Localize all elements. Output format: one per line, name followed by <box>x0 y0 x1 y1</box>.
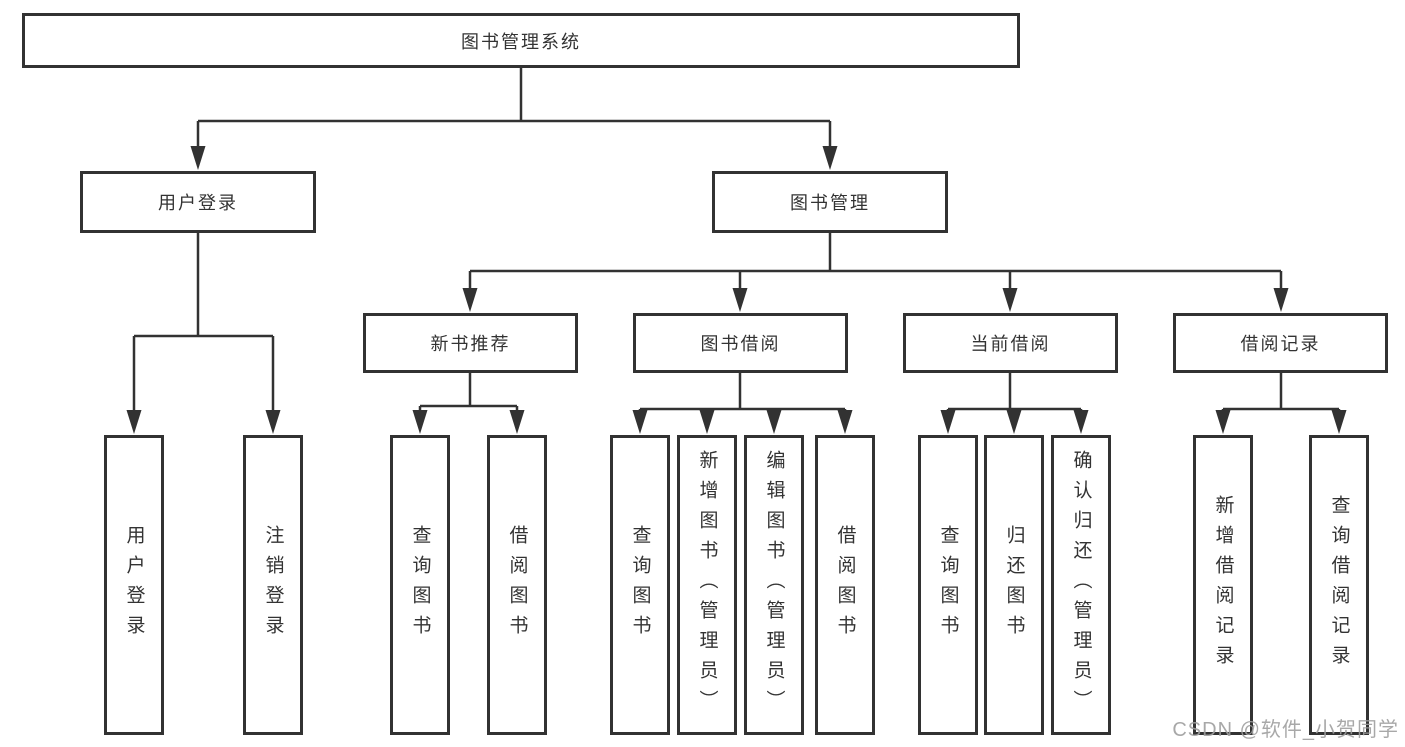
csdn-watermark: CSDN @软件_小贺同学 <box>1172 719 1399 741</box>
leaf-borrow-books: 借阅图书 <box>487 435 547 735</box>
leaf-user-login: 用户登录 <box>104 435 164 735</box>
leaf-return-books: 归还图书 <box>984 435 1044 735</box>
node-new-book-recommend: 新书推荐 <box>363 313 578 373</box>
leaf-query-books: 查询图书 <box>918 435 978 735</box>
node-label: 借阅记录 <box>1240 334 1321 354</box>
leaf-query-books: 查询图书 <box>390 435 450 735</box>
leaf-logout-login: 注销登录 <box>243 435 303 735</box>
node-borrow-records: 借阅记录 <box>1173 313 1388 373</box>
leaf-confirm-return-admin: 确认归还（管理员） <box>1051 435 1111 735</box>
node-book-borrow: 图书借阅 <box>633 313 848 373</box>
node-label: 图书管理 <box>790 193 870 213</box>
leaf-add-books-admin: 新增图书（管理员） <box>677 435 737 735</box>
node-label: 图书借阅 <box>700 334 781 354</box>
node-library-management-system: 图书管理系统 <box>22 13 1020 68</box>
leaf-query-borrow-record: 查询借阅记录 <box>1309 435 1369 735</box>
node-book-management-branch: 图书管理 <box>712 171 948 233</box>
node-current-borrow: 当前借阅 <box>903 313 1118 373</box>
leaf-borrow-books: 借阅图书 <box>815 435 875 735</box>
node-label: 新书推荐 <box>430 334 511 354</box>
node-user-login-branch: 用户登录 <box>80 171 316 233</box>
node-label: 用户登录 <box>158 193 238 213</box>
node-label: 图书管理系统 <box>461 31 581 52</box>
node-label: 当前借阅 <box>970 334 1051 354</box>
leaf-query-books: 查询图书 <box>610 435 670 735</box>
leaf-edit-books-admin: 编辑图书（管理员） <box>744 435 804 735</box>
leaf-add-borrow-record: 新增借阅记录 <box>1193 435 1253 735</box>
